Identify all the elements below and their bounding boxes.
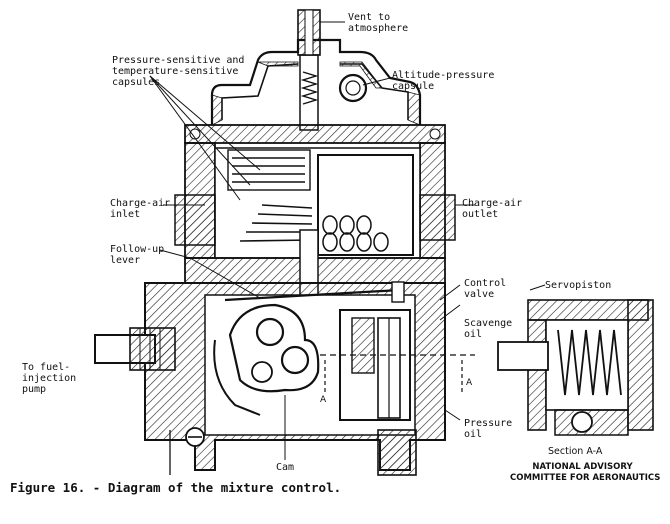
cam-gear bbox=[251, 361, 273, 383]
label-cam: Cam bbox=[276, 462, 295, 473]
label-charge-air-outlet: Charge-air outlet bbox=[462, 198, 523, 220]
altitude-pressure-capsule bbox=[338, 73, 368, 103]
section-a-a-detail bbox=[497, 299, 654, 436]
follow-up-lever bbox=[224, 288, 401, 302]
label-vent: Vent to atmosphere bbox=[348, 12, 409, 34]
label-section-a-a: Section A-A bbox=[548, 446, 603, 457]
label-fuel-injection-pump: To fuel- injection pump bbox=[22, 362, 77, 395]
charge-air-inlet-duct bbox=[174, 194, 216, 246]
label-charge-air-inlet: Charge-air inlet bbox=[110, 198, 171, 220]
cylinder-ports bbox=[322, 215, 389, 252]
section-marker-a-right: A bbox=[466, 378, 473, 388]
section-marker-a-left: A bbox=[320, 395, 327, 405]
label-control-valve: Control valve bbox=[464, 278, 507, 300]
leader-lines bbox=[149, 21, 546, 460]
sensing-capsules bbox=[227, 149, 311, 191]
figure-caption: Figure 16. - Diagram of the mixture cont… bbox=[10, 480, 342, 495]
label-capsules: Pressure-sensitive and temperature-sensi… bbox=[112, 55, 245, 88]
label-pressure-oil: Pressure oil bbox=[464, 418, 513, 440]
label-scavenge-oil: Scavenge oil bbox=[464, 318, 513, 340]
metering-cylinder bbox=[317, 154, 414, 256]
label-altitude-capsule: Altitude-pressure capsule bbox=[392, 70, 495, 92]
label-servopiston: Servopiston bbox=[545, 280, 612, 291]
charge-air-outlet-duct bbox=[419, 194, 456, 241]
servopiston-spring bbox=[557, 329, 622, 396]
naca-credit: NATIONAL ADVISORY COMMITTEE FOR AERONAUT… bbox=[510, 462, 661, 483]
vent-spring bbox=[300, 71, 319, 105]
label-follow-up-lever: Follow-up lever bbox=[110, 244, 165, 266]
bottom-fitting bbox=[377, 429, 417, 476]
